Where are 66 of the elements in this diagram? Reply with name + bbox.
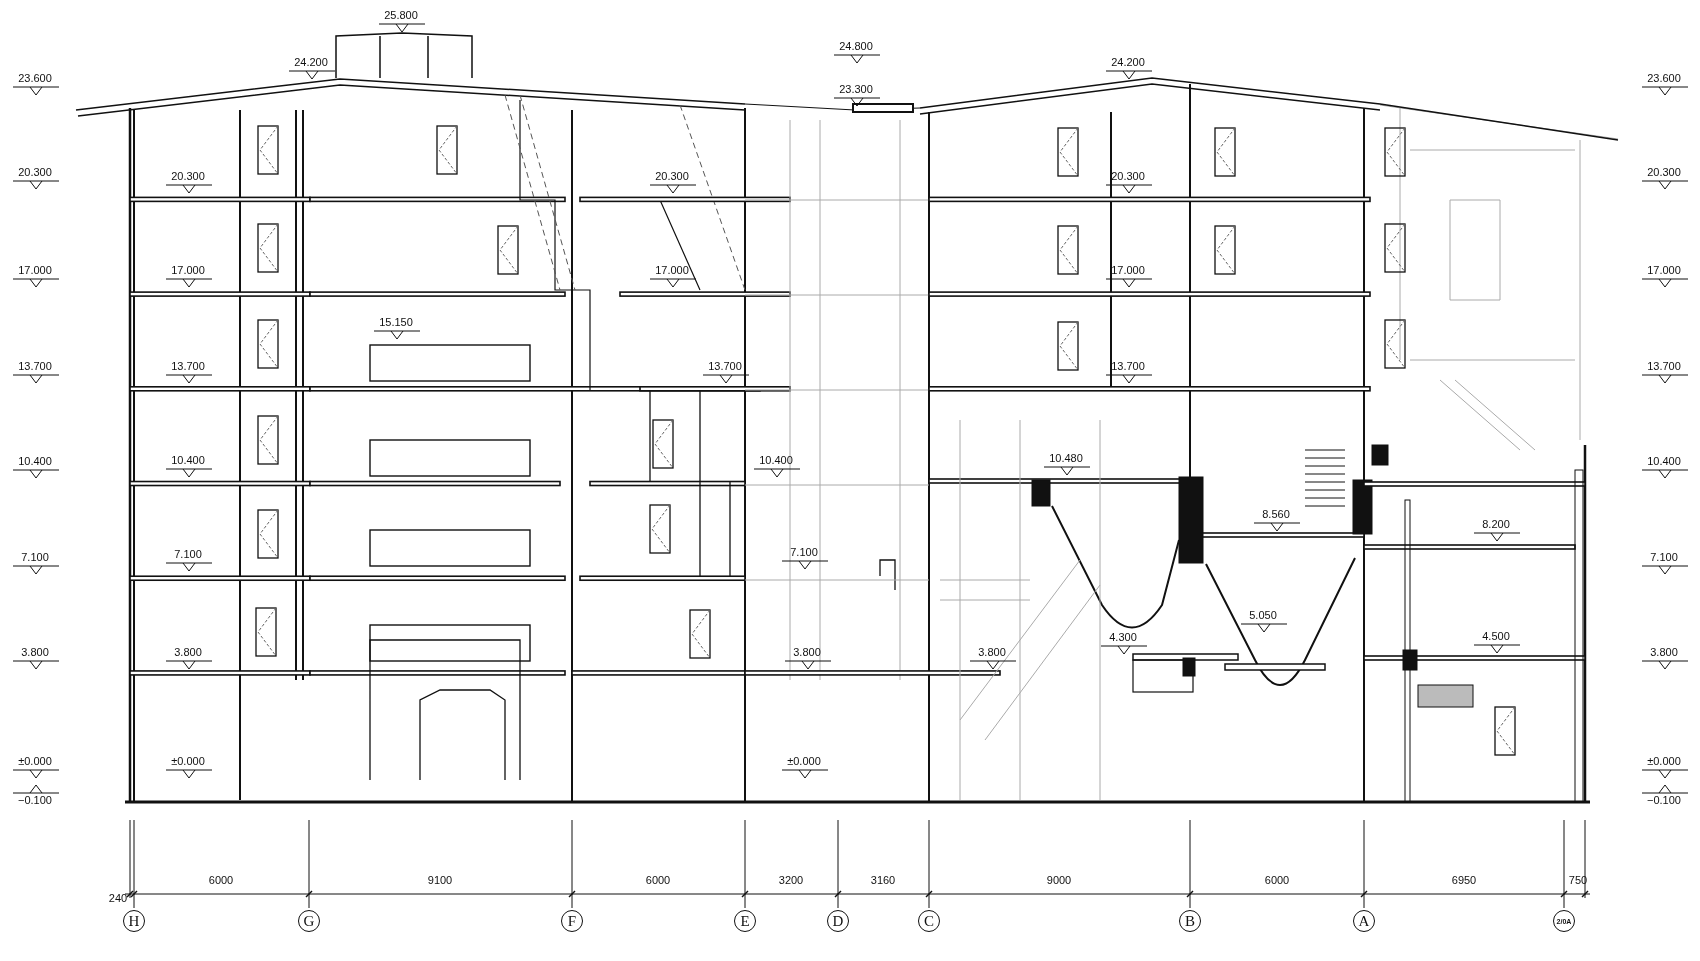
elevation-label: 24.200 xyxy=(294,56,328,68)
elevation-label: 13.700 xyxy=(171,360,205,372)
grid-axis-bubble: H xyxy=(123,910,145,932)
elevation-label: ±0.000 xyxy=(1647,755,1681,767)
elevation-label: 23.300 xyxy=(839,83,873,95)
elevation-label: 20.300 xyxy=(171,170,205,182)
elevation-label: 17.000 xyxy=(655,264,689,276)
elevation-label: 4.500 xyxy=(1482,630,1510,642)
elevation-label: 3.800 xyxy=(21,646,49,658)
grid-axis-bubble: F xyxy=(561,910,583,932)
elevation-label: 25.800 xyxy=(384,9,418,21)
elevation-label: 13.700 xyxy=(1111,360,1145,372)
elevation-label: 24.800 xyxy=(839,40,873,52)
dimension-label: 9100 xyxy=(427,874,453,886)
elevation-label: 17.000 xyxy=(171,264,205,276)
elevation-label: 7.100 xyxy=(1650,551,1678,563)
elevation-label: 20.300 xyxy=(1647,166,1681,178)
elevation-label: 3.800 xyxy=(174,646,202,658)
elevation-label: 8.560 xyxy=(1262,508,1290,520)
elevation-label: ±0.000 xyxy=(18,755,52,767)
elevation-label: 17.000 xyxy=(1111,264,1145,276)
elevation-label: 15.150 xyxy=(379,316,413,328)
grid-axis-bubble: C xyxy=(918,910,940,932)
grid-axis-bubble: D xyxy=(827,910,849,932)
elevation-label: 20.300 xyxy=(18,166,52,178)
elevation-label: 7.100 xyxy=(21,551,49,563)
elevation-label: 13.700 xyxy=(708,360,742,372)
elevation-label: 4.300 xyxy=(1109,631,1137,643)
elevation-label: 13.700 xyxy=(18,360,52,372)
elevation-label: 23.600 xyxy=(18,72,52,84)
elevation-label: 20.300 xyxy=(655,170,689,182)
elevation-label: 3.800 xyxy=(793,646,821,658)
elevation-label: 24.200 xyxy=(1111,56,1145,68)
elevation-label: 10.400 xyxy=(1647,455,1681,467)
elevation-label: 5.050 xyxy=(1249,609,1277,621)
elevation-label: 10.400 xyxy=(171,454,205,466)
elevation-label: 7.100 xyxy=(790,546,818,558)
elevation-label: 23.600 xyxy=(1647,72,1681,84)
elevation-label: 17.000 xyxy=(18,264,52,276)
dimension-label: 9000 xyxy=(1046,874,1072,886)
elevation-label: −0.100 xyxy=(18,794,52,806)
dimension-label: 6000 xyxy=(208,874,234,886)
elevation-label: −0.100 xyxy=(1647,794,1681,806)
elevation-label: 8.200 xyxy=(1482,518,1510,530)
grid-axis-bubble: A xyxy=(1353,910,1375,932)
elevation-label: 3.800 xyxy=(978,646,1006,658)
elevation-label: 10.400 xyxy=(759,454,793,466)
dimension-label: 6000 xyxy=(645,874,671,886)
elevation-label: ±0.000 xyxy=(787,755,821,767)
grid-axis-bubble: G xyxy=(298,910,320,932)
dimension-label: 6950 xyxy=(1451,874,1477,886)
dimension-label: 240 xyxy=(108,892,128,904)
elevation-label: 7.100 xyxy=(174,548,202,560)
dimension-label: 750 xyxy=(1568,874,1588,886)
elevation-label: 20.300 xyxy=(1111,170,1145,182)
dimension-label: 3200 xyxy=(778,874,804,886)
grid-axis-bubble: E xyxy=(734,910,756,932)
elevation-label: ±0.000 xyxy=(171,755,205,767)
elevation-label: 3.800 xyxy=(1650,646,1678,658)
elevation-label: 17.000 xyxy=(1647,264,1681,276)
elevation-label: 10.480 xyxy=(1049,452,1083,464)
dimension-label: 6000 xyxy=(1264,874,1290,886)
elevation-label: 13.700 xyxy=(1647,360,1681,372)
elevation-label: 10.400 xyxy=(18,455,52,467)
grid-axis-bubble: B xyxy=(1179,910,1201,932)
dimension-label: 3160 xyxy=(870,874,896,886)
